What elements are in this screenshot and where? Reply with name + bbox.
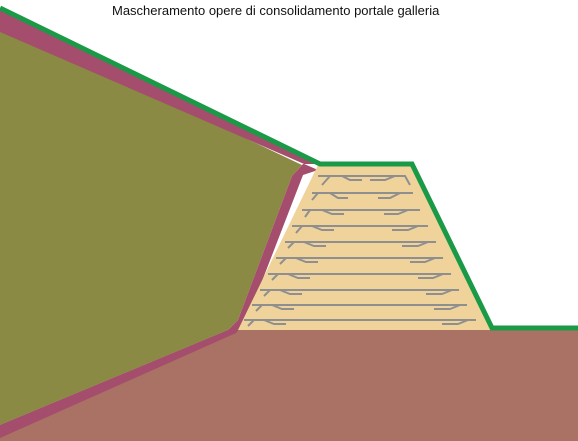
geogrid-wrap-right (410, 257, 436, 263)
geogrid-wrap-right (426, 289, 453, 295)
geogrid-wrap-left (279, 257, 318, 265)
geogrid-wrap-right (418, 273, 444, 279)
geogrid-wrap-left (255, 304, 294, 312)
geogrid-wrap-left (247, 319, 286, 327)
geogrid-wrap-right (384, 209, 409, 215)
geogrid-wrap-right (442, 319, 469, 325)
slope-reinforcement-layer (0, 10, 320, 438)
geogrid-wrap-left (304, 209, 344, 218)
geogrid-wrap-right (402, 241, 429, 247)
geogrid-wrap-left (287, 241, 326, 249)
geogrid-wrap-right (370, 175, 411, 186)
geogrid-layers (244, 175, 476, 327)
geogrid-wrap-left (295, 225, 334, 234)
geogrid-wrap-right (378, 192, 401, 199)
geogrid-wrap-left (321, 175, 362, 186)
geogrid-wrap-right (434, 304, 461, 310)
diagram-caption: Mascheramento opere di consolidamento po… (112, 3, 440, 18)
reinforced-earth-fill (238, 165, 492, 330)
geogrid-wrap-right (392, 225, 419, 231)
ground-foundation (0, 330, 578, 441)
vegetation-cover-line (0, 5, 578, 331)
geogrid-wrap-left (263, 289, 302, 297)
geogrid-wrap-left (271, 273, 310, 281)
natural-slope (0, 22, 302, 425)
geogrid-wrap-left (311, 192, 348, 201)
